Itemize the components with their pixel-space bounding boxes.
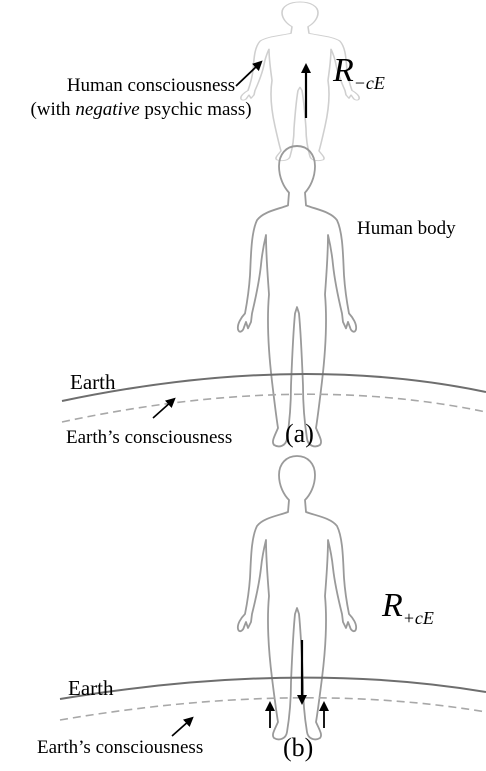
earth-label-b: Earth: [68, 678, 113, 699]
human-body-figure-b: [238, 456, 356, 739]
human-body-figure: [238, 146, 356, 446]
panel-label-b: (b): [283, 735, 313, 761]
force-symbol-b: R+cE: [382, 589, 434, 627]
earth-consciousness-b: [60, 698, 486, 720]
force-symbol-a-base: R: [333, 52, 354, 89]
human-consciousness-label-line2: (with negative psychic mass): [16, 100, 266, 119]
label-line2-post: psychic mass): [140, 99, 252, 120]
arrow-earth-consciousness-pointer-a: [153, 401, 172, 418]
label-line2-pre: (with: [30, 99, 75, 120]
arrow-earth-consciousness-pointer-b: [172, 720, 190, 736]
earth-consciousness-label-a: Earth’s consciousness: [66, 428, 232, 447]
force-symbol-b-base: R: [382, 587, 403, 624]
force-symbol-b-sub: +cE: [403, 608, 434, 628]
force-symbol-a-sub: −cE: [354, 73, 385, 93]
human-body-label: Human body: [357, 219, 456, 238]
force-symbol-a: R−cE: [333, 54, 385, 92]
human-consciousness-label-line1: Human consciousness: [36, 76, 266, 95]
label-line2-em: negative: [75, 99, 139, 120]
human-consciousness-label: Human consciousness (with negative psych…: [16, 76, 266, 119]
earth-consciousness-label-b: Earth’s consciousness: [37, 738, 203, 757]
panel-label-a: (a): [285, 421, 314, 447]
earth-label-a: Earth: [70, 372, 115, 393]
